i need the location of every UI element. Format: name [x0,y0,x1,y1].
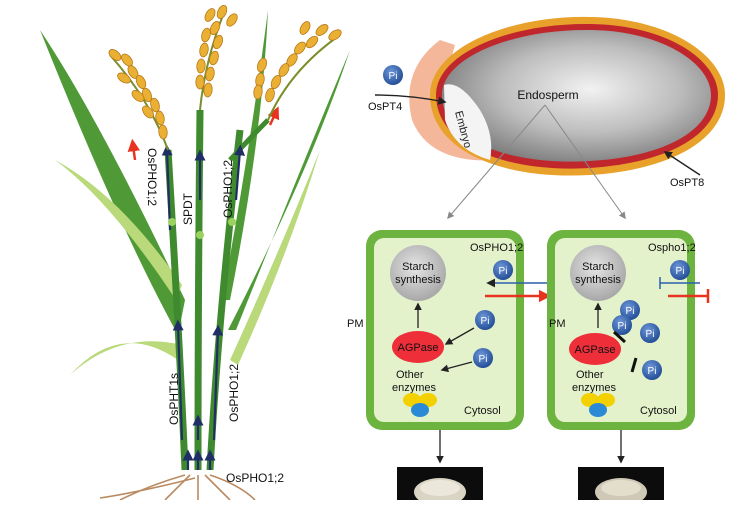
pi-left-transporter-label: Pi [499,266,508,277]
cell-mutant: Starch synthesis AGPase Other enzymes Cy… [547,230,710,430]
pi-left-1-label: Pi [481,316,490,327]
label-ospho1-2-mid: OsPHO1;2 [221,160,235,218]
label-right-transporter: Ospho1;2 [648,242,696,254]
panicle-center [195,3,240,111]
pi-left-2-label: Pi [479,354,488,365]
pi-right-4 [642,360,662,380]
pi-right-3 [640,323,660,343]
enzymes-icon-right [581,393,615,417]
pi-left-2 [473,348,493,368]
agpase-label-right: AGPase [575,344,616,356]
pi-right-1-label: Pi [626,306,635,317]
roots [99,474,256,501]
pi-right-4-label: Pi [648,366,657,377]
pi-right-transporter-label: Pi [676,266,685,277]
synthesis-label-right: synthesis [575,274,621,286]
enzymes-label-left: enzymes [392,382,437,394]
enzymes-icon-left [403,393,437,417]
starch-granule-left [390,245,446,301]
cytosol-label-left: Cytosol [464,405,501,417]
starch-label-left: Starch [402,261,434,273]
pm-label-left: PM [347,318,364,330]
agpase-right [569,333,621,365]
leaf-left-long [40,30,185,335]
arrow-ospho1-2-left-panicle [161,144,173,231]
arrow-ospho1-2-right [234,144,246,201]
panicle-right [252,19,344,121]
label-ospho1-2-low: OsPHO1;2 [227,364,241,422]
panicle-left [106,46,169,151]
pi-right-1 [620,300,640,320]
grain-photo-wild-type [397,467,483,505]
arrow-osphts1 [172,319,184,441]
label-spdt: SPDT [181,192,195,225]
pm-label-right: PM [549,318,566,330]
pi-right-2 [612,315,632,335]
agpase-left [392,331,444,363]
starch-granule-right [570,245,626,301]
seed-embryo-tissue [409,40,500,161]
seed: Endosperm Embryo Pi OsPT4 OsPT8 [368,16,725,220]
leaf-left-mid [55,160,182,300]
pi-left-transporter [493,260,513,280]
grain-photo-mutant [578,467,664,505]
pi-right-transporter [670,260,690,280]
rice-plant: OsPHO1;2 SPDT OsPHO1;2 OsPHT1s OsPHO1;2 … [40,3,350,501]
cell-wild-type: Starch synthesis AGPase Other enzymes Cy… [347,230,555,430]
endosperm [442,30,711,162]
synthesis-label-left: synthesis [395,274,441,286]
stem-right [206,129,244,471]
label-ospho1-2-top: OsPHO1;2 [145,148,159,206]
pi-left-1 [475,310,495,330]
label-ospt8: OsPT8 [670,177,704,189]
other-label-left: Other [396,369,424,381]
cytosol-label-right: Cytosol [640,405,677,417]
embryo [444,84,492,160]
leaf-left-low [70,341,182,375]
label-left-transporter: OsPHO1;2 [470,242,523,254]
leaf-right-mid [230,150,320,365]
pi-right-3-label: Pi [646,329,655,340]
pi-seed-label: Pi [389,71,398,82]
label-osphts1: OsPHT1s [167,373,181,425]
other-label-right: Other [576,369,604,381]
starch-label-right: Starch [582,261,614,273]
enzymes-label-right: enzymes [572,382,617,394]
label-endosperm: Endosperm [517,88,578,102]
arrow-ospho1-2-low [212,324,224,441]
agpase-label-left: AGPase [398,342,439,354]
label-ospho1-2-root: OsPHO1;2 [226,471,284,485]
pi-seed [383,65,403,85]
pi-right-2-label: Pi [618,321,627,332]
label-ospt4: OsPT4 [368,101,402,113]
